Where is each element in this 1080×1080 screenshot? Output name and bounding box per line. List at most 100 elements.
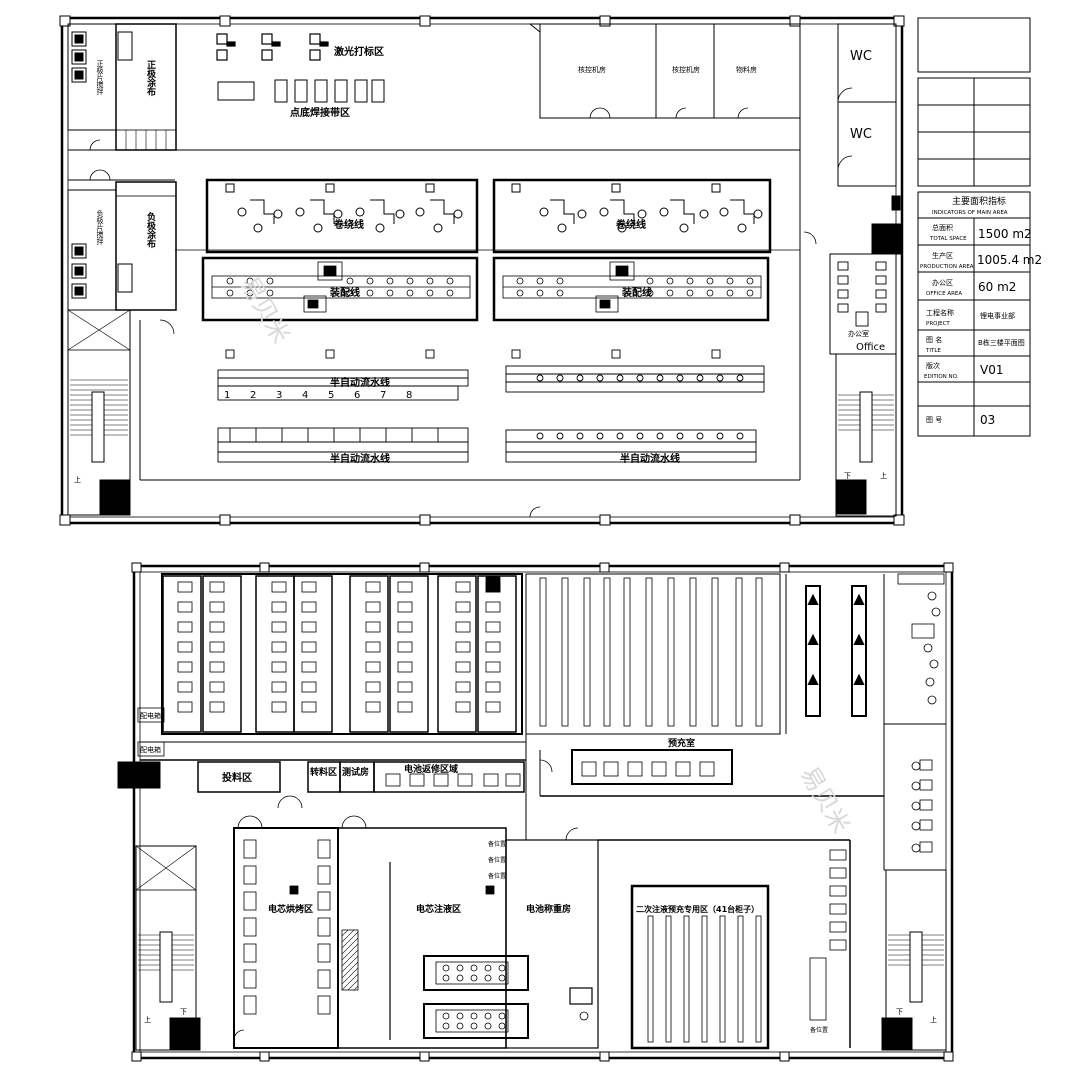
mixer-units-mid xyxy=(71,243,133,299)
bottom-floor-plan xyxy=(117,562,954,1062)
tb-prod-cn: 生产区 xyxy=(932,251,953,260)
label-assembly-2: 装配线 xyxy=(621,286,652,299)
wc-2 xyxy=(837,101,897,187)
tb-prod-val: 1005.4 m2 xyxy=(977,253,1042,267)
label-room-3: 物料房 xyxy=(736,65,757,74)
label-wc-2: WC xyxy=(850,127,872,142)
label-semi-auto-2: 半自动流水线 xyxy=(330,452,390,465)
oven-bank xyxy=(161,573,523,735)
assembly-line-box-1 xyxy=(201,256,479,322)
distribution-box-1 xyxy=(137,707,165,723)
label-room-1: 核控机房 xyxy=(578,65,606,74)
distribution-box-2 xyxy=(137,741,165,757)
label-room-2: 核控机房 xyxy=(672,65,700,74)
label-distribution-1: 配电箱 xyxy=(140,711,161,720)
cell-injection-room xyxy=(337,827,507,1049)
top-floor-plan xyxy=(59,15,905,526)
label-stair-down-top-right: 下 xyxy=(844,472,851,480)
seat-number: 3 xyxy=(276,390,282,401)
label-winding-1: 卷绕线 xyxy=(333,218,364,231)
exit-sign-top-left xyxy=(99,479,131,515)
winding-machines xyxy=(225,183,763,233)
label-reserved-4: 备位置 xyxy=(810,1026,828,1034)
label-laser-marking: 激光打标区 xyxy=(334,45,384,58)
right-side-devices xyxy=(897,573,945,853)
label-distribution-2: 配电箱 xyxy=(140,745,161,754)
semi-auto-lines xyxy=(217,349,765,463)
tb-total-en: TOTAL SPACE xyxy=(929,236,967,242)
cell-baking-room xyxy=(233,827,339,1049)
label-stair-down-bottom-right: 下 xyxy=(896,1008,903,1016)
label-spot-weld: 点底焊接带区 xyxy=(290,106,350,119)
exit-sign-bottom-left xyxy=(117,761,161,789)
seat-number: 8 xyxy=(406,390,412,401)
label-office-en: Office xyxy=(856,342,885,353)
label-pos-mix: 正极片搅拌 xyxy=(96,60,104,95)
tb-office-cn: 办公区 xyxy=(932,278,953,287)
tb-office-val: 60 m2 xyxy=(978,280,1016,294)
labels: WC WC 办公室 Office 激光打标区 点底焊接带区 核控机房 核控机房 … xyxy=(74,45,1042,1034)
feeding-area-box xyxy=(197,761,281,793)
tb-office-en: OFFICE AREA xyxy=(926,291,962,297)
tb-prod-en: PRODUCTION AREA xyxy=(920,264,974,270)
assembly-conveyors xyxy=(211,261,762,313)
top-columns xyxy=(59,15,905,526)
label-stair-up-top-left: 上 xyxy=(74,475,81,484)
tb-area-title-en: INDICATORS OF MAIN AREA xyxy=(932,210,1008,216)
label-semi-auto-1: 半自动流水线 xyxy=(330,376,390,389)
label-neg-mix: 负极片搅拌 xyxy=(96,209,104,245)
tb-title-cn: 图 名 xyxy=(926,335,942,344)
tb-edition-cn: 版次 xyxy=(926,361,940,370)
winding-line-box-1 xyxy=(205,178,479,254)
injection-machine-2 xyxy=(423,1003,529,1039)
exit-sign-top-right xyxy=(871,223,903,255)
label-stair-down-bottom-left: 下 xyxy=(180,1008,187,1016)
exit-sign-bottom-left-2 xyxy=(169,1017,201,1051)
precharge-room-box xyxy=(571,749,733,785)
top-outer-wall xyxy=(60,16,904,525)
battery-repair-box xyxy=(373,761,525,793)
bottom-columns xyxy=(131,562,954,1062)
winding-line-box-2 xyxy=(492,178,772,254)
seat-number: 5 xyxy=(328,390,334,401)
spot-weld-stations xyxy=(217,79,385,103)
seat-number: 7 xyxy=(380,390,386,401)
tb-drawing-no-val: 03 xyxy=(980,413,995,427)
stair-right-top xyxy=(835,353,897,517)
tb-drawing-no-cn: 图 号 xyxy=(926,416,942,424)
label-assembly-1: 装配线 xyxy=(329,286,360,299)
assembly-line-box-2 xyxy=(492,256,770,322)
tb-project-en: PROJECT xyxy=(926,321,950,327)
mixer-units-top xyxy=(71,31,133,83)
tb-title-val: B栋三楼平面图 xyxy=(978,338,1025,347)
top-inner-wall xyxy=(67,23,897,518)
stair-right-bottom xyxy=(885,869,947,1051)
battery-weighing-room xyxy=(505,839,599,1049)
exit-sign-bottom-right xyxy=(835,479,867,515)
label-precharge-room: 预充室 xyxy=(668,737,695,749)
seat-number: 4 xyxy=(302,390,308,401)
watermark-1: 易贝米 xyxy=(235,272,295,348)
watermark-2: 易贝米 xyxy=(795,762,855,838)
label-stair-up-top-right: 上 xyxy=(880,471,887,480)
room-material xyxy=(713,23,801,119)
tb-total-val: 1500 m2 xyxy=(978,227,1032,241)
label-battery-repair: 电池返修区域 xyxy=(404,763,458,775)
exit-sign-bottom-right-2 xyxy=(881,1017,913,1051)
arrow-conveyors xyxy=(805,585,867,717)
label-wc-1: WC xyxy=(850,49,872,64)
label-office-cn: 办公室 xyxy=(848,329,869,338)
cabinet-rows xyxy=(647,915,762,1043)
label-feeding-area: 投料区 xyxy=(222,771,252,784)
rack-area xyxy=(525,573,781,735)
racks xyxy=(539,577,763,727)
label-winding-2: 卷绕线 xyxy=(615,218,646,231)
seat-number: 6 xyxy=(354,390,360,401)
label-neg-coating: 负极涂布 xyxy=(145,211,157,249)
label-reserved-1: 备位置 xyxy=(488,840,506,848)
label-reserved-3: 备位置 xyxy=(488,872,506,880)
label-battery-weighing: 电池称重房 xyxy=(526,903,571,915)
label-pos-coating: 正极涂布 xyxy=(145,60,157,97)
